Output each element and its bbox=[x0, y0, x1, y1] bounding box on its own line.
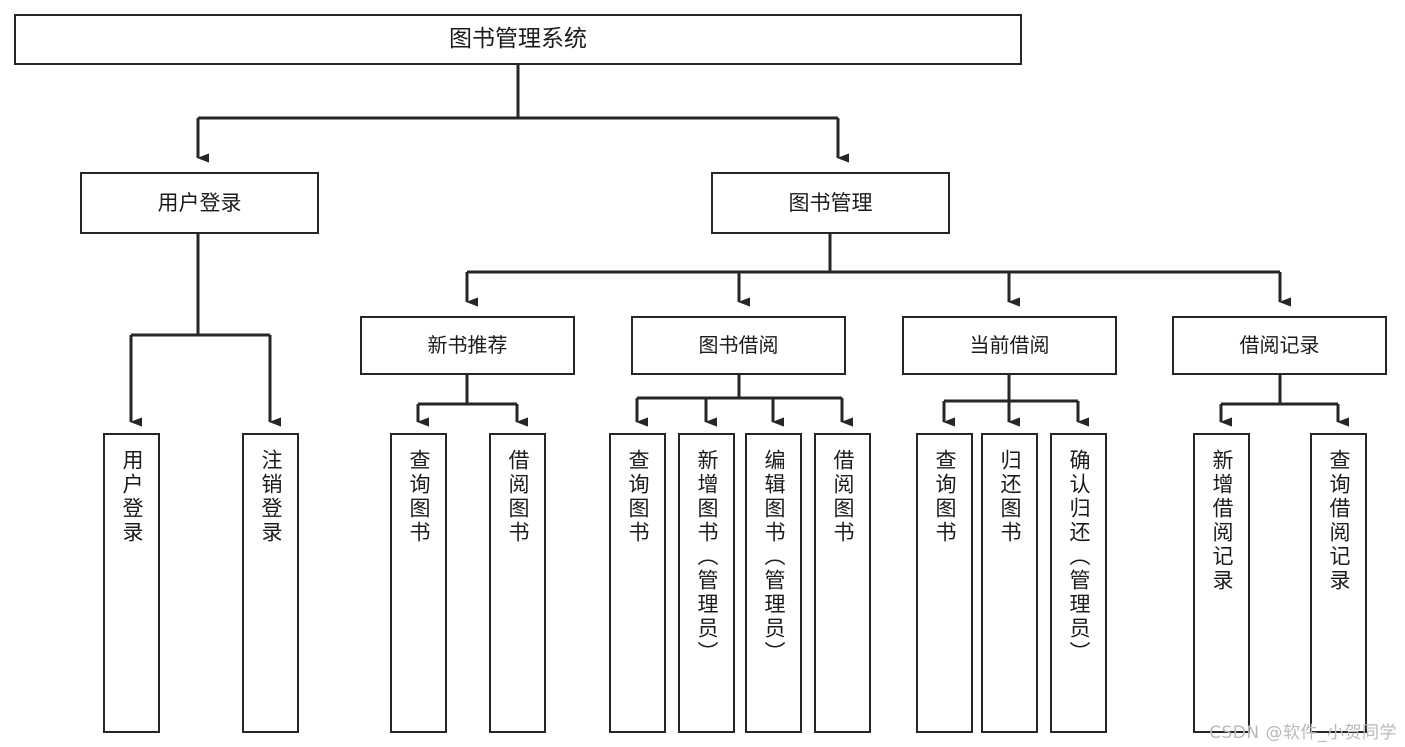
node-book-manage-label: 图书管理 bbox=[788, 190, 873, 215]
leaf-book-borrow-edit[interactable]: 编辑图书（管理员） bbox=[745, 433, 802, 733]
node-root-label: 图书管理系统 bbox=[449, 26, 587, 53]
leaf-new-book-query[interactable]: 查询图书 bbox=[390, 433, 447, 733]
leaf-current-borrow-confirm-label: 确认归还（管理员） bbox=[1067, 449, 1091, 665]
node-current-borrow-label: 当前借阅 bbox=[969, 333, 1050, 357]
leaf-borrow-records-query[interactable]: 查询借阅记录 bbox=[1310, 433, 1367, 733]
node-borrow-records[interactable]: 借阅记录 bbox=[1172, 316, 1387, 375]
leaf-book-borrow-query-label: 查询图书 bbox=[626, 449, 650, 545]
leaf-user-login-login[interactable]: 用户登录 bbox=[103, 433, 160, 733]
leaf-book-borrow-query[interactable]: 查询图书 bbox=[609, 433, 666, 733]
leaf-current-borrow-confirm[interactable]: 确认归还（管理员） bbox=[1050, 433, 1107, 733]
leaf-new-book-borrow-label: 借阅图书 bbox=[506, 449, 530, 545]
leaf-current-borrow-return-label: 归还图书 bbox=[998, 449, 1022, 545]
leaf-book-borrow-add[interactable]: 新增图书（管理员） bbox=[678, 433, 735, 733]
watermark-text: CSDN @软件_小贺同学 bbox=[1209, 723, 1397, 743]
leaf-new-book-borrow[interactable]: 借阅图书 bbox=[489, 433, 546, 733]
leaf-book-borrow-add-label: 新增图书（管理员） bbox=[695, 449, 719, 665]
leaf-current-borrow-return[interactable]: 归还图书 bbox=[981, 433, 1038, 733]
node-user-login[interactable]: 用户登录 bbox=[80, 172, 319, 234]
node-new-book-recommend-label: 新书推荐 bbox=[427, 333, 508, 357]
leaf-new-book-query-label: 查询图书 bbox=[407, 449, 431, 545]
leaf-borrow-records-query-label: 查询借阅记录 bbox=[1327, 449, 1351, 593]
leaf-book-borrow-borrow-label: 借阅图书 bbox=[831, 449, 855, 545]
leaf-borrow-records-add-label: 新增借阅记录 bbox=[1210, 449, 1234, 593]
node-borrow-records-label: 借阅记录 bbox=[1239, 333, 1320, 357]
node-root[interactable]: 图书管理系统 bbox=[14, 14, 1022, 65]
leaf-user-login-logout-label: 注销登录 bbox=[259, 449, 283, 545]
leaf-book-borrow-edit-label: 编辑图书（管理员） bbox=[762, 449, 786, 665]
leaf-user-login-login-label: 用户登录 bbox=[120, 449, 144, 545]
leaf-book-borrow-borrow[interactable]: 借阅图书 bbox=[814, 433, 871, 733]
leaf-current-borrow-query-label: 查询图书 bbox=[933, 449, 957, 545]
node-book-borrow[interactable]: 图书借阅 bbox=[631, 316, 846, 375]
node-current-borrow[interactable]: 当前借阅 bbox=[902, 316, 1117, 375]
node-new-book-recommend[interactable]: 新书推荐 bbox=[360, 316, 575, 375]
leaf-borrow-records-add[interactable]: 新增借阅记录 bbox=[1193, 433, 1250, 733]
node-book-borrow-label: 图书借阅 bbox=[698, 333, 779, 357]
node-book-manage[interactable]: 图书管理 bbox=[711, 172, 950, 234]
node-user-login-label: 用户登录 bbox=[157, 190, 242, 215]
leaf-current-borrow-query[interactable]: 查询图书 bbox=[916, 433, 973, 733]
leaf-user-login-logout[interactable]: 注销登录 bbox=[242, 433, 299, 733]
